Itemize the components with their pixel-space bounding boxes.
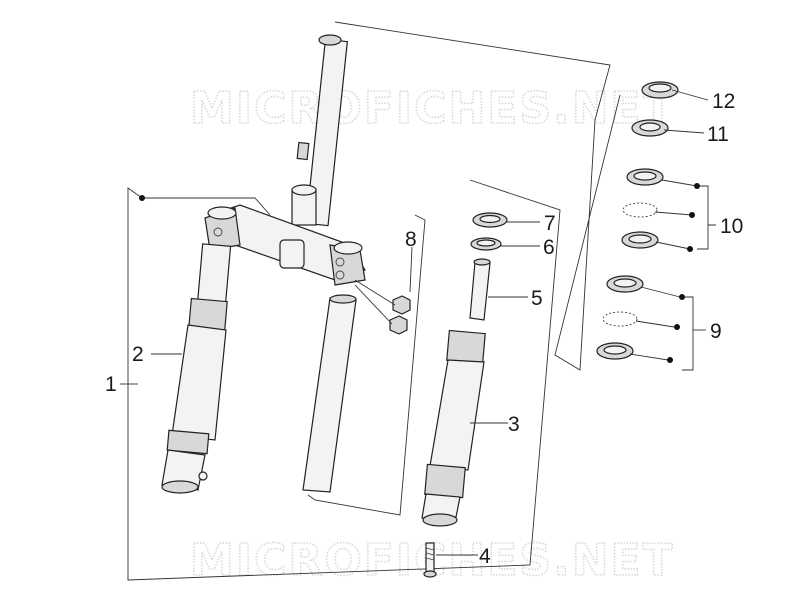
group-bracket-fork-tube: [307, 214, 426, 516]
callout-3: 3: [508, 413, 520, 436]
damper-rod: [469, 258, 491, 321]
nuts: [354, 279, 411, 335]
callout-1: 1: [105, 373, 117, 396]
callout-6: 6: [543, 236, 555, 259]
bottom-bolt: [423, 542, 437, 578]
callout-10: 10: [720, 215, 743, 238]
callout-8: 8: [405, 228, 417, 251]
leader-lines: [120, 89, 716, 556]
lower-fork-bridge: [204, 204, 366, 286]
steering-stem: [291, 34, 349, 227]
callout-7: 7: [544, 212, 556, 235]
callout-2: 2: [132, 343, 144, 366]
centre-fork-tube: [302, 294, 357, 493]
group-bracket-steering-stem: [334, 21, 621, 371]
callout-11: 11: [707, 123, 729, 146]
callout-4: 4: [479, 545, 491, 568]
group-bracket-1: [127, 179, 561, 581]
left-fork-leg: [161, 243, 232, 494]
callout-5: 5: [531, 287, 543, 310]
callout-9: 9: [710, 320, 722, 343]
callout-12: 12: [712, 90, 735, 113]
headset-bearing-set: [596, 81, 679, 360]
fork-seals: [470, 212, 508, 251]
right-fork-leg: [421, 329, 486, 527]
watermark-top: MICROFICHES.NET: [190, 83, 675, 134]
